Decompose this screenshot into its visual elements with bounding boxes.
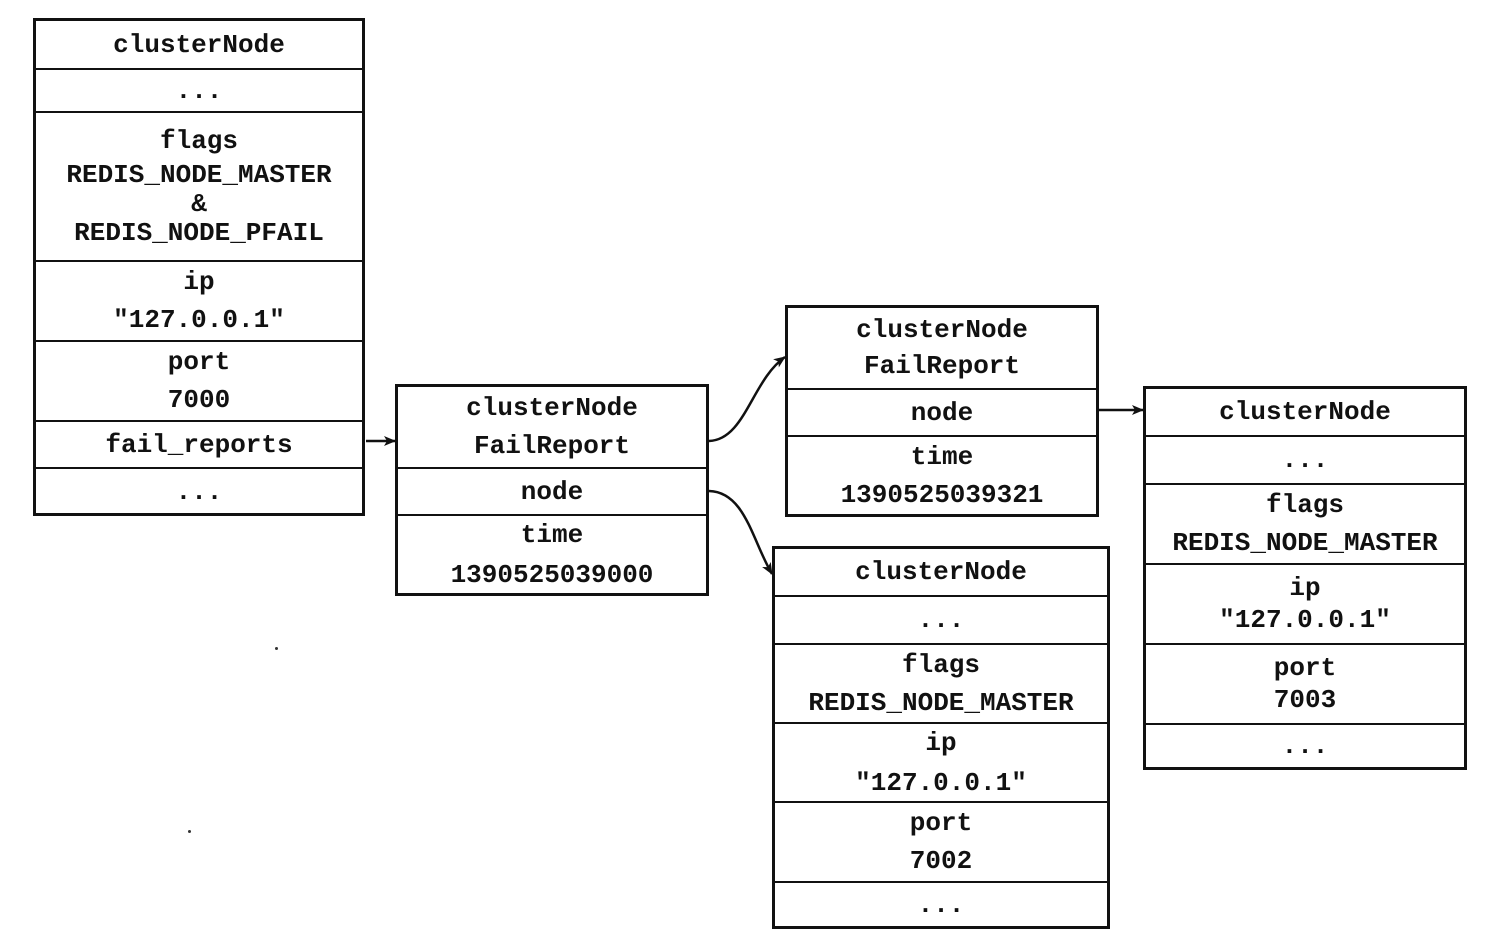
source-node-ellipsis-top: ... xyxy=(36,70,362,113)
port-value: 7000 xyxy=(167,385,231,415)
scan-speck xyxy=(188,830,191,833)
cluster-node-7002: clusterNode ... flags REDIS_NODE_MASTER … xyxy=(772,546,1110,929)
node-7002-ip: ip "127.0.0.1" xyxy=(775,724,1107,803)
source-node-title: clusterNode xyxy=(36,21,362,70)
fail-report-2-time: time 1390525039321 xyxy=(840,441,1044,510)
fail-report-2-node: node xyxy=(788,390,1096,437)
fail-report-1-time: time 1390525039000 xyxy=(450,519,654,590)
source-node-ip: ip "127.0.0.1" xyxy=(36,262,362,342)
node-7003-flags: flags REDIS_NODE_MASTER xyxy=(1146,485,1464,565)
source-node-flags: flags REDIS_NODE_MASTER & REDIS_NODE_PFA… xyxy=(36,113,362,262)
fail-report-1: clusterNode FailReport node time 1390525… xyxy=(395,384,709,596)
port-label: port xyxy=(167,347,231,377)
ip-value: "127.0.0.1" xyxy=(113,305,285,335)
source-node-fail-reports: fail_reports xyxy=(36,422,362,469)
source-node-port: port 7000 xyxy=(36,342,362,422)
source-cluster-node: clusterNode ... flags REDIS_NODE_MASTER … xyxy=(33,18,365,516)
flags-ampersand: & xyxy=(191,188,207,219)
node-7003-ip: ip "127.0.0.1" xyxy=(1146,565,1464,645)
cluster-node-7003: clusterNode ... flags REDIS_NODE_MASTER … xyxy=(1143,386,1467,770)
node-7002-title: clusterNode xyxy=(775,549,1107,597)
fail-report-2-title: clusterNode FailReport xyxy=(788,308,1096,390)
node-7002-port: port 7002 xyxy=(775,803,1107,883)
node-7003-port: port 7003 xyxy=(1146,645,1464,725)
source-node-ellipsis-bottom: ... xyxy=(175,476,223,507)
fail-report-1-node: node xyxy=(398,469,706,516)
node-7003-ellipsis-top: ... xyxy=(1146,437,1464,485)
node-7003-title: clusterNode xyxy=(1146,389,1464,437)
node-7002-ellipsis-bottom: ... xyxy=(917,889,965,920)
flags-value-pfail: REDIS_NODE_PFAIL xyxy=(74,217,324,248)
node-7002-ellipsis-top: ... xyxy=(775,597,1107,645)
fail-report-1-title: clusterNode FailReport xyxy=(398,387,706,469)
ip-label: ip xyxy=(183,267,215,297)
scan-speck xyxy=(275,647,278,650)
flags-label: flags xyxy=(159,125,238,156)
node-7003-ellipsis-bottom: ... xyxy=(1281,731,1329,761)
flags-value-master: REDIS_NODE_MASTER xyxy=(66,159,332,190)
arrow-report-1-to-report-2 xyxy=(708,355,786,443)
arrow-report-1-node-to-node-7002 xyxy=(708,489,774,575)
fail-report-2: clusterNode FailReport node time 1390525… xyxy=(785,305,1099,517)
node-7002-flags: flags REDIS_NODE_MASTER xyxy=(775,645,1107,724)
